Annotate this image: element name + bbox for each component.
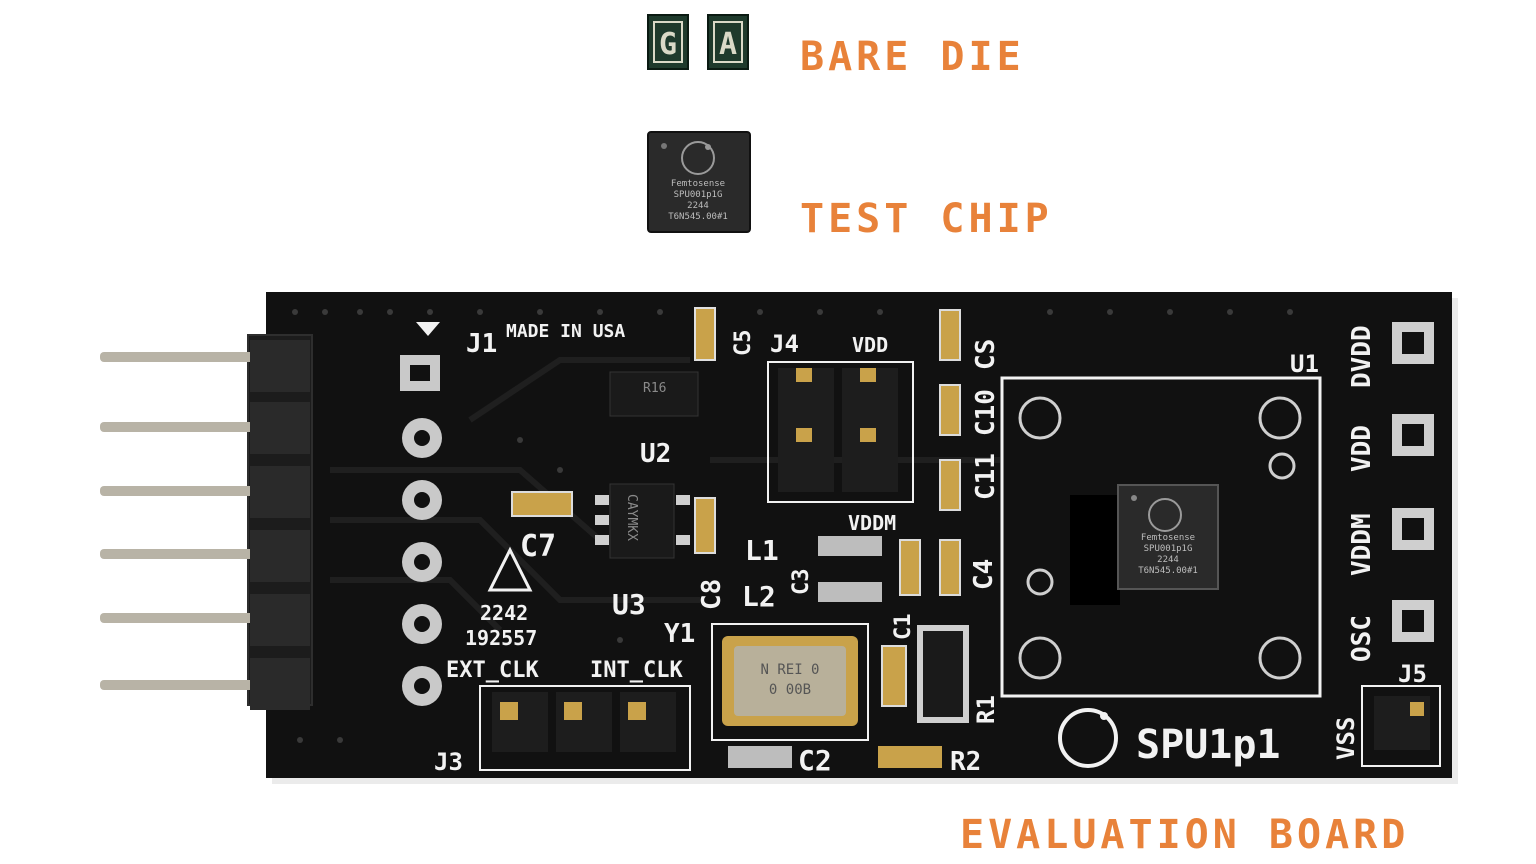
header-j1 bbox=[100, 334, 442, 710]
u2: R16 U2 bbox=[609, 371, 699, 469]
crystal-y1: N REI 0 0 00B bbox=[711, 623, 869, 741]
ref-c11: C11 bbox=[971, 453, 1001, 500]
svg-text:2244: 2244 bbox=[1157, 555, 1179, 565]
svg-text:Femtosense: Femtosense bbox=[671, 179, 725, 189]
ref-y1: Y1 bbox=[664, 619, 695, 649]
svg-text:R16: R16 bbox=[643, 381, 666, 396]
serial-number: 192557 bbox=[465, 626, 537, 650]
svg-text:0 00B: 0 00B bbox=[769, 682, 811, 698]
ref-l1: L1 bbox=[745, 534, 779, 567]
test-chip: Femtosense SPU001p1G 2244 T6N545.00#1 bbox=[647, 131, 751, 233]
svg-text:CAYMKX: CAYMKX bbox=[624, 494, 639, 541]
ref-c1: C1 bbox=[891, 614, 916, 641]
svg-text:T6N545.00#1: T6N545.00#1 bbox=[668, 212, 728, 222]
ref-l2: L2 bbox=[742, 580, 776, 613]
svg-text:Femtosense: Femtosense bbox=[1141, 533, 1195, 543]
ref-c8: C8 bbox=[697, 579, 727, 610]
svg-text:SPU001p1G: SPU001p1G bbox=[1144, 544, 1193, 554]
svg-text:VDD: VDD bbox=[852, 333, 888, 357]
svg-text:A: A bbox=[719, 27, 737, 62]
ref-c2: C2 bbox=[798, 744, 832, 777]
vddm-label: VDDM bbox=[848, 511, 896, 535]
evaluation-board-label: EVALUATION BOARD bbox=[960, 812, 1410, 858]
u1-socket: U1 Femtosense SPU001p1G 2244 T6N545.00#1 bbox=[1000, 350, 1322, 698]
ref-j1: J1 bbox=[466, 329, 497, 359]
pad-label-vdd: VDD bbox=[1347, 425, 1377, 472]
ref-r2: R2 bbox=[950, 747, 981, 777]
ext-clk-label: EXT_CLK bbox=[446, 658, 539, 683]
ref-c4: C4 bbox=[969, 559, 999, 590]
bare-die-a: A bbox=[707, 14, 749, 70]
made-in-usa: MADE IN USA bbox=[506, 321, 625, 342]
ref-c5: C5 bbox=[731, 330, 756, 357]
svg-text:2244: 2244 bbox=[687, 201, 709, 211]
spu-logo: SPU1p1 bbox=[1058, 708, 1281, 768]
pad-label-vddm: VDDM bbox=[1347, 513, 1377, 576]
ref-u2: U2 bbox=[640, 439, 671, 469]
ref-cs: CS bbox=[971, 339, 1001, 370]
pad-label-osc: OSC bbox=[1347, 615, 1377, 662]
date-code: 2242 bbox=[480, 601, 528, 625]
svg-text:N REI 0: N REI 0 bbox=[760, 662, 819, 678]
test-pads: DVDD VDD VDDM OSC bbox=[1347, 322, 1434, 662]
svg-text:SPU001p1G: SPU001p1G bbox=[674, 190, 723, 200]
ref-c7: C7 bbox=[520, 529, 556, 564]
svg-text:U1: U1 bbox=[1290, 350, 1319, 378]
svg-text:G: G bbox=[659, 27, 677, 62]
svg-text:J4: J4 bbox=[770, 330, 799, 358]
u3: CAYMKX U3 bbox=[595, 483, 690, 621]
vss-label: VSS bbox=[1332, 717, 1360, 760]
jumper-j4: J4 VDD bbox=[767, 330, 914, 503]
svg-text:J3: J3 bbox=[434, 748, 463, 776]
svg-text:U3: U3 bbox=[612, 588, 646, 621]
part-name: SPU1p1 bbox=[1136, 722, 1281, 768]
jumper-j3: J3 bbox=[434, 685, 691, 776]
bare-die-g: G bbox=[647, 14, 689, 70]
jumper-j5: J5 VSS bbox=[1332, 660, 1441, 767]
bare-die-label: BARE DIE bbox=[800, 34, 1025, 80]
ref-c3: C3 bbox=[789, 569, 814, 596]
svg-text:J5: J5 bbox=[1398, 660, 1427, 688]
svg-text:T6N545.00#1: T6N545.00#1 bbox=[1138, 566, 1198, 576]
evaluation-board: J1 MADE IN USA C5 R16 U2 J4 VDD bbox=[100, 292, 1458, 784]
pad-label-dvdd: DVDD bbox=[1347, 325, 1377, 388]
test-chip-label: TEST CHIP bbox=[800, 196, 1053, 242]
int-clk-label: INT_CLK bbox=[590, 658, 683, 683]
ref-c10: C10 bbox=[971, 389, 1001, 436]
ref-r1: R1 bbox=[972, 695, 1000, 724]
